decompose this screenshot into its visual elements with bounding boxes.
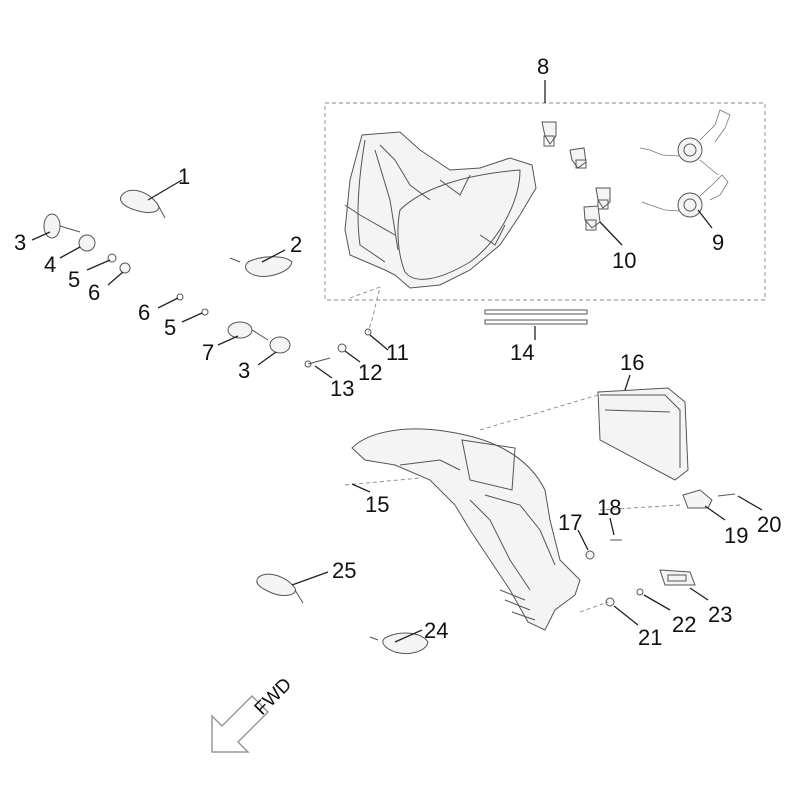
label-3b: 3: [238, 358, 250, 383]
fender-fastener-group: [577, 517, 622, 560]
label-4: 4: [44, 252, 56, 277]
leader-22: [643, 594, 671, 611]
leader-6a: [107, 271, 124, 286]
leader-1: [147, 179, 183, 201]
leader-13: [314, 365, 333, 379]
label-6b: 6: [138, 300, 150, 325]
label-8: 8: [537, 54, 549, 79]
label-16: 16: [620, 350, 644, 375]
label-2: 2: [290, 232, 302, 257]
fwd-label: FWD: [251, 674, 296, 719]
label-17: 17: [558, 510, 582, 535]
middle-fastener-group: [157, 293, 291, 366]
label-22: 22: [672, 612, 696, 637]
label-12: 12: [358, 360, 382, 385]
front-turn-signal-left: [229, 249, 293, 277]
socket-harness-group: [639, 109, 731, 218]
leader-24: [394, 629, 423, 643]
leader-11: [369, 334, 389, 351]
leader-23: [689, 587, 709, 601]
label-21: 21: [638, 625, 662, 650]
leader-25: [291, 571, 329, 586]
rear-fender: [344, 428, 581, 631]
leader-15: [351, 483, 371, 493]
leader-3a: [31, 231, 51, 241]
leader-5a: [86, 259, 111, 271]
leader-7: [217, 335, 239, 346]
strip-group: [484, 309, 588, 340]
tail-light-unit: [479, 374, 689, 481]
leader-5b: [181, 312, 203, 323]
label-3a: 3: [14, 230, 26, 255]
label-5b: 5: [164, 315, 176, 340]
label-20: 20: [757, 512, 781, 537]
label-24: 24: [424, 618, 448, 643]
front-turn-signal-right: [120, 179, 183, 219]
leader-9: [697, 209, 713, 229]
label-14: 14: [510, 340, 534, 365]
rear-turn-signal-right: [256, 571, 329, 604]
leader-21: [613, 605, 639, 626]
label-13: 13: [330, 376, 354, 401]
plate-light-group: [579, 569, 709, 626]
leader-6b: [157, 297, 179, 309]
leader-19: [704, 505, 726, 521]
reflector-bracket-group: [599, 489, 763, 521]
label-10: 10: [612, 248, 636, 273]
leader-12: [344, 350, 361, 363]
label-9: 9: [712, 230, 724, 255]
label-6a: 6: [88, 280, 100, 305]
leader-18: [609, 517, 615, 536]
screw-group: [304, 286, 389, 379]
leader-4: [59, 246, 81, 259]
label-11: 11: [386, 340, 409, 365]
label-15: 15: [365, 492, 389, 517]
rear-turn-signal-left: [369, 629, 429, 655]
label-18: 18: [597, 495, 621, 520]
leader-17: [577, 529, 589, 551]
label-19: 19: [724, 523, 748, 548]
leader-16: [624, 374, 631, 391]
forward-arrow-icon: [211, 694, 270, 753]
left-fastener-group: [31, 213, 131, 286]
label-7: 7: [202, 340, 214, 365]
label-1: 1: [178, 164, 190, 189]
label-23: 23: [708, 602, 732, 627]
bulb-group: [541, 121, 611, 231]
leader-20: [737, 495, 763, 511]
label-25: 25: [332, 558, 356, 583]
leader-3b: [257, 351, 277, 366]
headlight-unit: [344, 131, 537, 289]
label-5a: 5: [68, 267, 80, 292]
leader-10: [599, 221, 623, 246]
leader-2: [261, 249, 286, 263]
headlight-assembly-group: [324, 80, 766, 301]
